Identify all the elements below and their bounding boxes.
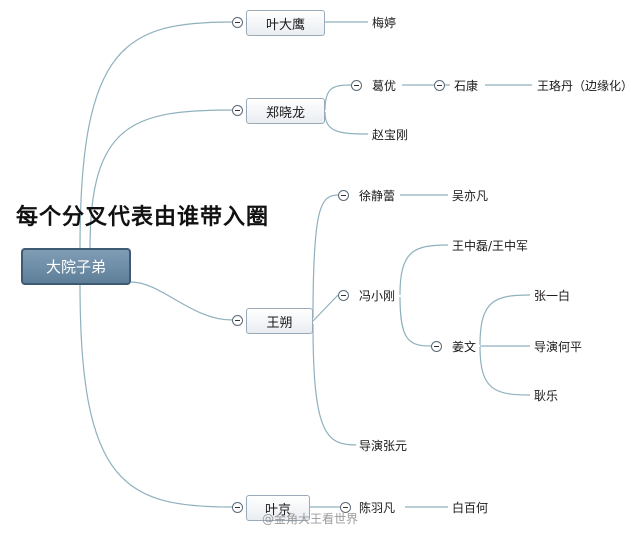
connector-line xyxy=(479,294,531,346)
connector-line xyxy=(312,323,357,446)
connector-line xyxy=(479,346,531,396)
collapse-toggle-icon[interactable] xyxy=(351,80,362,91)
collapse-toggle-icon[interactable] xyxy=(434,80,445,91)
node-shi-kang[interactable]: 石康 xyxy=(454,79,479,93)
node-zhao-baogang[interactable]: 赵宝刚 xyxy=(372,128,409,142)
node-geng-le[interactable]: 耿乐 xyxy=(534,389,559,403)
connector-line xyxy=(324,84,352,111)
branch-ye-jing[interactable]: 叶京 xyxy=(246,495,310,521)
node-wu-yifan[interactable]: 吴亦凡 xyxy=(452,189,489,203)
node-ge-you[interactable]: 葛优 xyxy=(372,79,397,93)
connector-line xyxy=(130,281,233,321)
connector-line xyxy=(399,296,432,347)
collapse-toggle-icon[interactable] xyxy=(232,105,243,116)
collapse-toggle-icon[interactable] xyxy=(232,17,243,28)
node-wang-zhonglei[interactable]: 王中磊/王中军 xyxy=(452,239,529,253)
node-mei-ting[interactable]: 梅婷 xyxy=(372,16,397,30)
branch-zheng-xiaolong[interactable]: 郑晓龙 xyxy=(246,98,325,124)
connector-line xyxy=(312,294,339,322)
node-jiang-wen[interactable]: 姜文 xyxy=(452,340,477,354)
connector-line xyxy=(399,244,449,296)
collapse-toggle-icon[interactable] xyxy=(340,502,351,513)
node-bai-baihe[interactable]: 白百何 xyxy=(452,501,489,515)
node-chen-yufan[interactable]: 陈羽凡 xyxy=(359,501,396,515)
connector-line xyxy=(79,284,233,508)
node-zhang-yuan[interactable]: 导演张元 xyxy=(359,439,408,453)
watermark: @金角大王看世界 xyxy=(262,512,359,526)
collapse-toggle-icon[interactable] xyxy=(232,502,243,513)
connector-line xyxy=(79,21,233,249)
node-zhang-yibai[interactable]: 张一白 xyxy=(534,289,571,303)
collapse-toggle-icon[interactable] xyxy=(338,190,349,201)
branch-ye-daying[interactable]: 叶大鹰 xyxy=(246,10,325,36)
connector-line xyxy=(89,109,233,249)
node-wang-luodan[interactable]: 王珞丹（边缘化） xyxy=(537,79,634,93)
collapse-toggle-icon[interactable] xyxy=(232,315,243,326)
node-xu-jinglei[interactable]: 徐静蕾 xyxy=(359,189,396,203)
node-feng-xiaogang[interactable]: 冯小刚 xyxy=(359,289,396,303)
headline: 每个分叉代表由谁带入圈 xyxy=(16,205,270,230)
branch-wang-shuo[interactable]: 王朔 xyxy=(246,308,313,334)
node-he-ping[interactable]: 导演何平 xyxy=(534,340,583,354)
root-node[interactable]: 大院子弟 xyxy=(21,248,131,285)
collapse-toggle-icon[interactable] xyxy=(431,341,442,352)
connector-line xyxy=(324,111,369,135)
collapse-toggle-icon[interactable] xyxy=(338,290,349,301)
connector-line xyxy=(312,194,339,319)
